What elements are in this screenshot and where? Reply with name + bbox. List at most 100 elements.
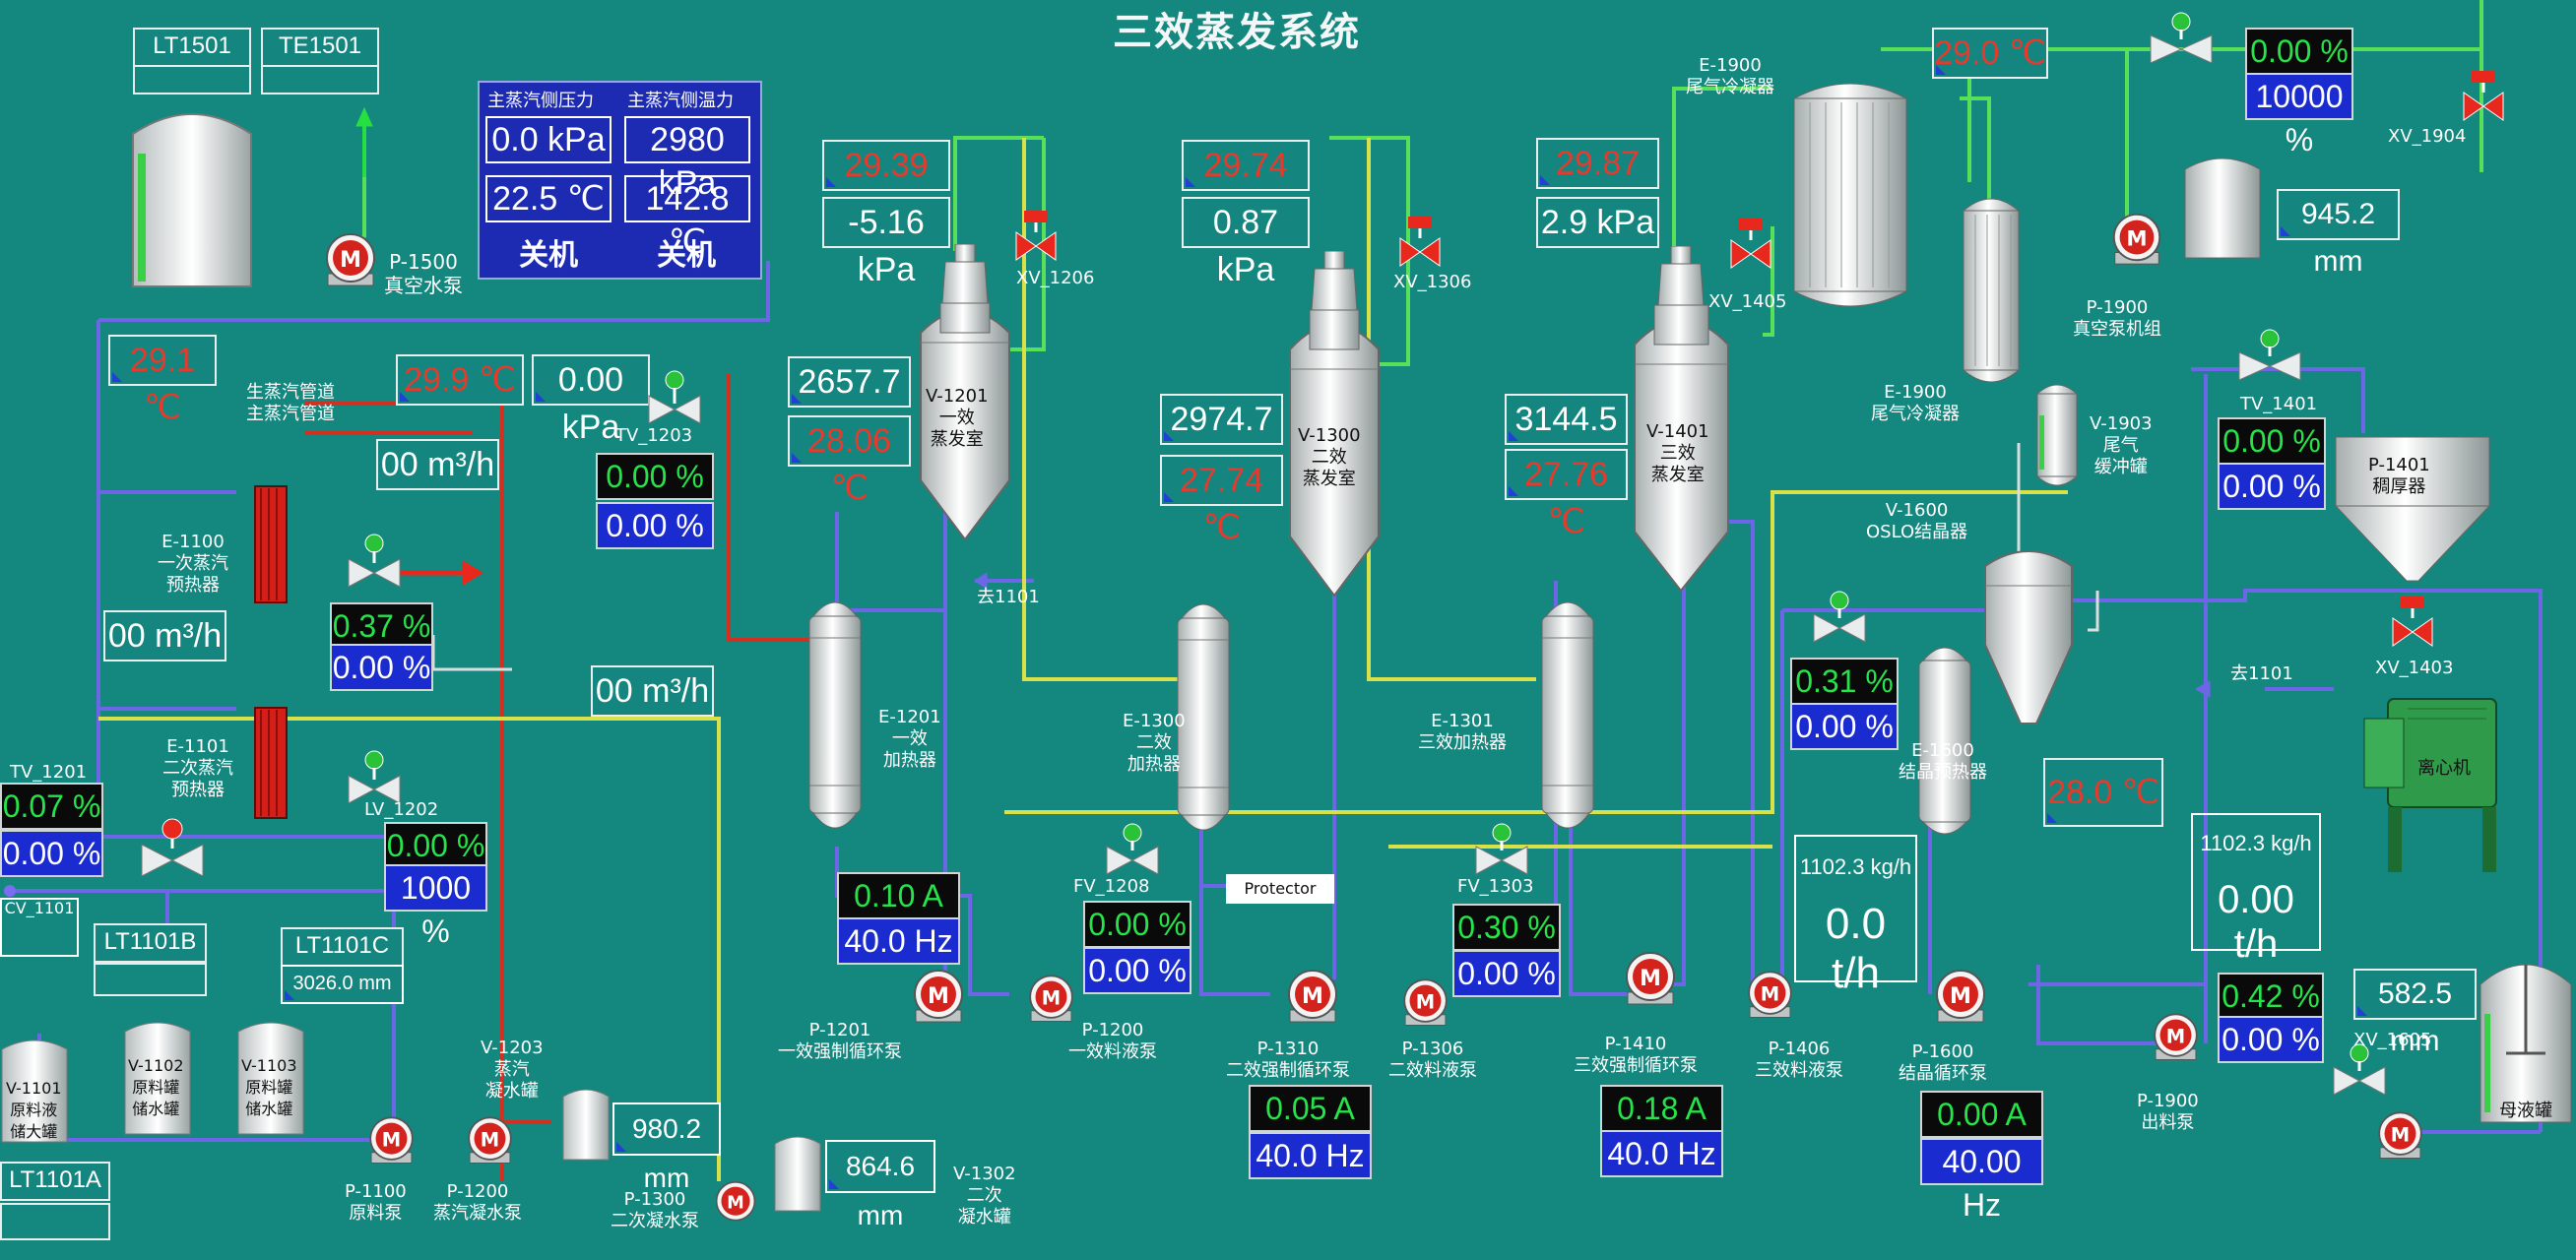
fv1303-setpoint[interactable]: 0.00 %	[1452, 950, 1561, 997]
storage-tank-1501[interactable]	[128, 94, 256, 291]
vacuum-pump-label: P-1900 真空泵机组	[2073, 297, 2161, 340]
pump-p1310[interactable]: M	[1282, 965, 1343, 1026]
plate-heater-e1101[interactable]	[251, 704, 290, 822]
effect3-pump-current: 0.18 A	[1600, 1085, 1723, 1132]
heater1-valve-setpoint[interactable]: 0.00 %	[330, 644, 433, 691]
control-valve-fv1303[interactable]	[1472, 823, 1531, 878]
pump-label-p1410: P-1410 三效强制循环泵	[1574, 1034, 1698, 1076]
crystallizer-v1600[interactable]	[1979, 536, 2078, 733]
effect1-pump-freq[interactable]: 40.0 Hz	[837, 917, 960, 965]
on-off-valve-xv1306[interactable]	[1398, 215, 1442, 274]
pump-p1600[interactable]: M	[1930, 965, 1991, 1026]
pump-p1406[interactable]: M	[1743, 967, 1797, 1021]
pump-p1200[interactable]: M	[463, 1112, 517, 1166]
effect3-temp: 29.87 ℃	[1536, 138, 1659, 229]
evaporator-v1201[interactable]	[911, 244, 1019, 549]
flow-rate-3: 00 m³/h	[591, 665, 714, 717]
effect3-pressure: 2.9 kPa	[1536, 197, 1659, 248]
condenser-e1900b[interactable]	[1960, 187, 2023, 394]
pump-p1900-vacuum[interactable]: M	[2107, 209, 2166, 268]
vacuum-tank[interactable]	[2181, 148, 2265, 261]
pump-discharge[interactable]: M	[2149, 1009, 2203, 1063]
pump-p1410[interactable]: M	[1620, 947, 1681, 1008]
discharge-valve-setpoint[interactable]: 0.00 %	[2218, 1016, 2324, 1063]
control-valve-lv1202[interactable]	[345, 748, 404, 807]
evaporator-v1300[interactable]	[1280, 251, 1388, 600]
crystal-pump-freq[interactable]: 40.00 Hz	[1920, 1138, 2043, 1223]
fv1208-setpoint[interactable]: 0.00 %	[1083, 947, 1191, 994]
effect1-pump-current: 0.10 A	[837, 872, 960, 919]
condenser-valve-setpoint[interactable]: 10000 %	[2245, 73, 2353, 158]
tv1203-setpoint[interactable]: 0.00 %	[596, 502, 714, 549]
svg-text:M: M	[928, 984, 949, 1009]
pump-p1300[interactable]: M	[711, 1177, 760, 1227]
on-off-valve-xv1405[interactable]	[1729, 217, 1772, 276]
buffer-tank-v1903[interactable]	[2033, 376, 2081, 494]
control-valve-tv1203[interactable]	[645, 366, 704, 425]
on-off-valve-xv1904[interactable]	[2462, 69, 2505, 128]
control-valve-tv1401[interactable]	[2235, 327, 2304, 386]
tv1201-setpoint[interactable]: 0.00 %	[0, 830, 103, 877]
pump-label-p1200: P-1200 蒸汽凝水泵	[433, 1181, 522, 1224]
control-valve-condenser[interactable]	[2147, 10, 2216, 69]
crystal-valve-setpoint[interactable]: 0.00 %	[1790, 703, 1899, 750]
svg-text:M: M	[1042, 987, 1061, 1010]
panel-header-1: 主蒸汽侧压力	[487, 91, 594, 111]
thickener-p1401[interactable]	[2334, 433, 2491, 591]
condenser-e1900[interactable]	[1790, 69, 1910, 323]
panel-state-1[interactable]: 关机	[519, 238, 578, 273]
temp-tag-te1501: TE1501	[261, 28, 379, 67]
thickener-label: P-1401 稠厚器	[2368, 455, 2430, 497]
panel-temp-2: 142.8 ℃	[624, 175, 750, 261]
pump-p1100[interactable]: M	[364, 1112, 419, 1166]
effect3-pump-freq[interactable]: 40.0 Hz	[1600, 1130, 1723, 1177]
heater-e1201[interactable]	[805, 589, 865, 845]
effect2-pressure: 0.87 kPa	[1182, 197, 1310, 288]
pump-mother-liquor[interactable]: M	[2373, 1107, 2427, 1162]
tank-v1102[interactable]	[123, 1014, 192, 1137]
crystal-flow-kgh: 1102.3 kg/h	[1799, 854, 1912, 879]
mother-liquor-tank[interactable]	[2477, 945, 2575, 1142]
tv1401-setpoint[interactable]: 0.00 %	[2218, 463, 2326, 510]
tank-v1203[interactable]	[561, 1083, 611, 1162]
panel-state-2[interactable]: 关机	[657, 238, 716, 273]
on-off-valve-cv1101[interactable]	[138, 817, 207, 876]
valve-label-xv1904: XV_1904	[2388, 126, 2467, 147]
control-valve-crystal[interactable]	[1810, 591, 1869, 646]
tank-label-v1302: V-1302 二次 凝水罐	[953, 1164, 1016, 1228]
pipe-tag-effect1: 去1101	[977, 587, 1040, 607]
valve-label-tv1203: TV_1203	[615, 425, 693, 446]
evaporator-v1401[interactable]	[1625, 246, 1738, 596]
pump-p1200-feed[interactable]: M	[1024, 971, 1078, 1025]
on-off-valve-xv1403[interactable]	[2391, 595, 2434, 654]
effect2-pump-freq[interactable]: 40.0 Hz	[1249, 1132, 1372, 1179]
control-valve-fv1208[interactable]	[1103, 823, 1162, 878]
svg-text:M: M	[2391, 1124, 2410, 1147]
centrifuge[interactable]	[2358, 689, 2506, 876]
svg-text:M: M	[481, 1129, 499, 1152]
pump-p1306[interactable]: M	[1398, 975, 1452, 1029]
lv1202-output: 0.00 %	[384, 822, 487, 869]
pump-p1500[interactable]: M	[320, 228, 381, 289]
heater-e1301[interactable]	[1538, 589, 1597, 847]
svg-text:M: M	[1640, 967, 1661, 991]
crystal-pump-current: 0.00 A	[1920, 1091, 2043, 1138]
pipe-tag-thickener: 去1101	[2230, 663, 2293, 684]
lv1202-setpoint[interactable]: 1000 %	[384, 864, 487, 949]
tank-v1101[interactable]	[0, 1032, 69, 1145]
preheater-e1600[interactable]	[1915, 635, 1974, 847]
level-tag-lt1101c: LT1101C	[281, 927, 404, 967]
tank-v1103[interactable]	[236, 1014, 305, 1137]
svg-text:M: M	[1416, 991, 1435, 1014]
plate-heater-e1100[interactable]	[251, 482, 290, 605]
tank-v1302[interactable]	[773, 1130, 822, 1213]
control-valve-heater1[interactable]	[345, 532, 404, 591]
pump-p1201[interactable]: M	[908, 965, 969, 1026]
heater-e1300[interactable]	[1174, 591, 1233, 847]
pump-label-p1200-feed: P-1200 一效料液泵	[1068, 1020, 1157, 1062]
control-valve-xv1605[interactable]	[2330, 1043, 2389, 1099]
valve-label-xv1403: XV_1403	[2375, 658, 2454, 678]
pump-label-p1100: P-1100 原料泵	[345, 1181, 407, 1224]
on-off-valve-xv1206[interactable]	[1014, 209, 1058, 268]
